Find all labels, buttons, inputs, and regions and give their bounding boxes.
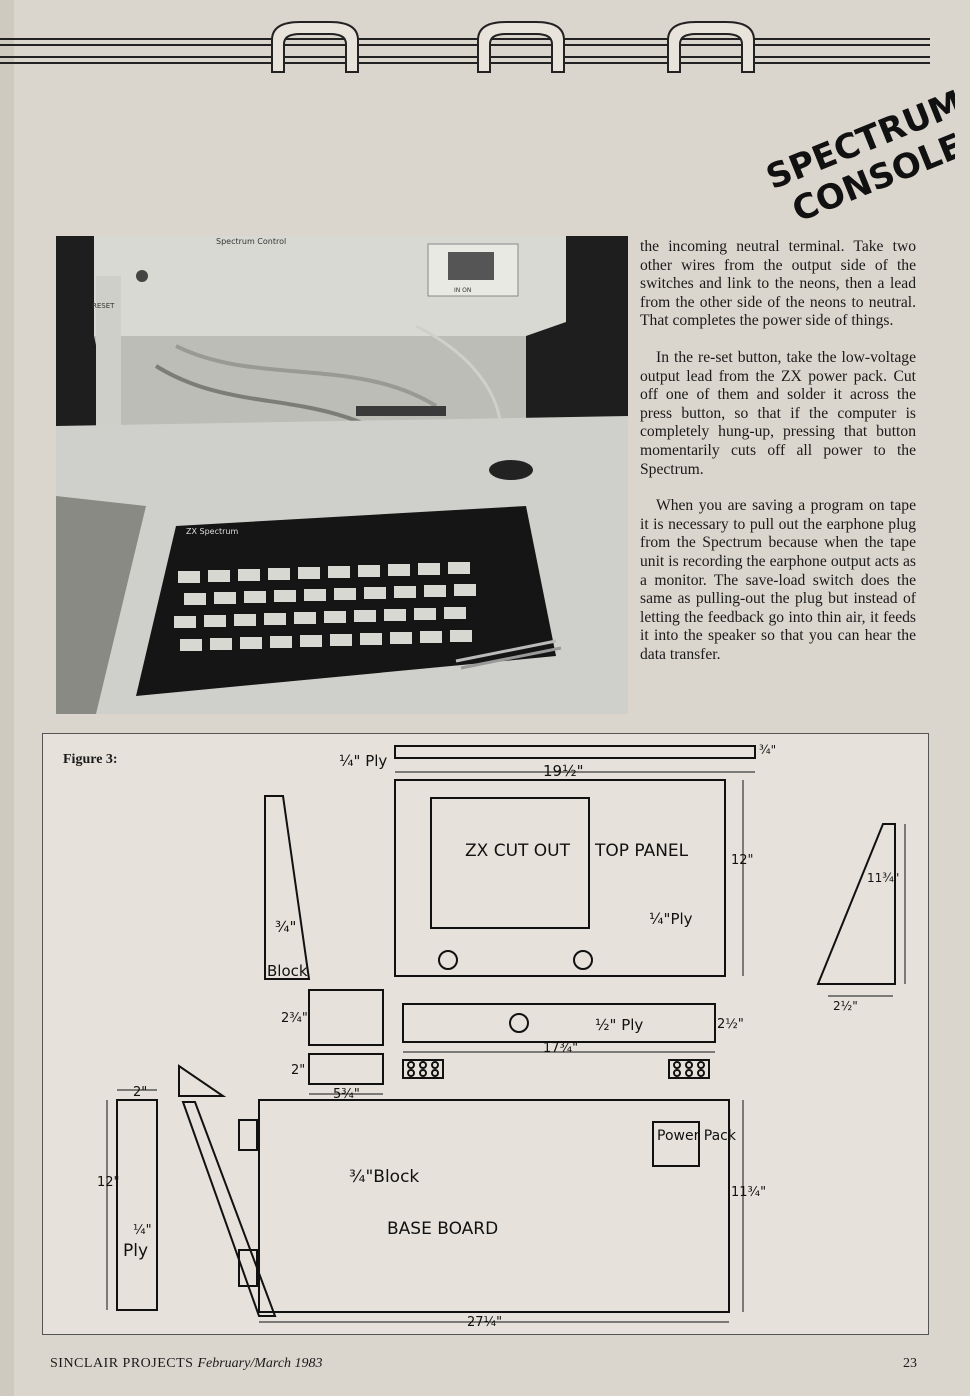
top-panel	[394, 779, 726, 977]
article-body: the incoming neutral terminal. Take two …	[640, 238, 916, 682]
photo-computer-label: ZX Spectrum	[186, 527, 238, 536]
photo-switch-labels: IN ON	[454, 287, 471, 294]
figure-label: Figure 3:	[63, 752, 118, 767]
dim-label: 2¾"	[281, 1011, 308, 1026]
dim-label: ¾"	[275, 918, 296, 936]
header-rail-line	[0, 62, 930, 64]
console-photo-image: Spectrum Control RESET IN ON ZX Spectrum	[56, 236, 628, 714]
construction-diagram: ¼" Ply ¾" 19½" 12" 11¾" ZX CUT OUT TOP P…	[97, 743, 906, 1330]
top-panel-label: TOP PANEL	[594, 841, 689, 861]
page-gutter	[0, 0, 14, 1396]
small-block	[308, 989, 384, 1046]
left-wedge-block	[264, 795, 311, 980]
dim-label: ¼" Ply	[339, 752, 387, 770]
small-wedge	[178, 1064, 227, 1097]
block-label: Block	[267, 962, 308, 980]
footer-publication: SINCLAIR PROJECTS February/March 1983	[50, 1356, 323, 1372]
diagonal-side-panel	[181, 1101, 277, 1317]
base-board-label: BASE BOARD	[387, 1219, 498, 1239]
base-board	[258, 1099, 730, 1313]
dim-label: 2"	[133, 1085, 147, 1100]
photo-panel-label: Spectrum Control	[216, 237, 286, 246]
dim-label: 2½"	[833, 999, 858, 1013]
dim-label: 27¼"	[467, 1315, 502, 1330]
dim-label: 2½"	[717, 1017, 744, 1032]
power-pack-label: Power Pack	[657, 1128, 737, 1144]
header-rail-line	[0, 38, 930, 40]
panel-hole	[438, 950, 458, 970]
half-ply-label: ½" Ply	[595, 1016, 643, 1034]
dim-label: ¼"Ply	[649, 910, 693, 928]
power-pack-box	[652, 1121, 700, 1167]
socket-left	[402, 1059, 444, 1079]
zx-cut-out	[430, 797, 590, 929]
header-rail-line	[0, 56, 930, 58]
header-rail-line	[0, 44, 930, 46]
base-socket	[238, 1249, 258, 1287]
panel-hole	[573, 950, 593, 970]
dim-label: 19½"	[543, 762, 584, 780]
rail-clips-graphic	[271, 21, 755, 73]
block-base-label: ¾"Block	[349, 1167, 419, 1187]
console-photo: Spectrum Control RESET IN ON ZX Spectrum	[56, 236, 628, 714]
issue-date: February/March 1983	[197, 1356, 323, 1371]
strip-hole	[509, 1013, 529, 1033]
base-socket	[238, 1119, 258, 1151]
dim-label: 17¾"	[543, 1041, 578, 1056]
dim-label: ¾"	[759, 743, 776, 757]
dim-label: 5¾"	[333, 1087, 360, 1102]
zx-cut-out-label: ZX CUT OUT	[465, 841, 571, 861]
article-paragraph: the incoming neutral terminal. Take two …	[640, 238, 916, 330]
section-title-logo: SPECTRUM CONSOLE	[761, 83, 955, 230]
dim-label: 11¾"	[867, 871, 899, 885]
dim-label: 2"	[291, 1063, 305, 1078]
article-paragraph: In the re-set button, take the low-volta…	[640, 348, 916, 478]
ply-label: Ply	[123, 1241, 148, 1261]
right-wedge	[816, 823, 896, 985]
dim-label: ¼"	[133, 1223, 152, 1238]
dim-label: 11¾"	[731, 1185, 766, 1200]
side-ply-panel	[116, 1099, 158, 1311]
article-paragraph: When you are saving a program on tape it…	[640, 497, 916, 663]
socket-right	[668, 1059, 710, 1079]
figure-3-diagram: Figure 3:	[42, 733, 929, 1335]
small-block-2	[308, 1053, 384, 1085]
publication-name: SINCLAIR PROJECTS	[50, 1356, 194, 1371]
dim-label: 12"	[97, 1175, 120, 1190]
photo-reset-label: RESET	[92, 302, 115, 310]
top-ply-strip	[394, 745, 756, 759]
half-ply-strip	[402, 1003, 716, 1043]
page-number: 23	[903, 1356, 917, 1371]
dim-label: 12"	[731, 853, 754, 868]
